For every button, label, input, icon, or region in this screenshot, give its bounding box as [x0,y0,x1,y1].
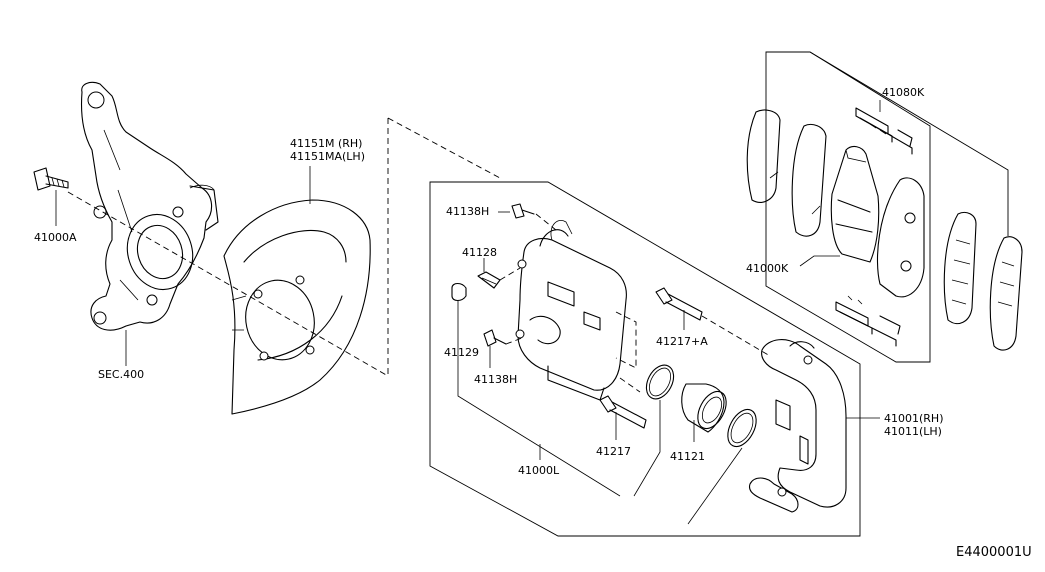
label-shield-lh: 41151MA(LH) [290,150,365,163]
piston-seal [645,364,675,400]
hardware-clip-top [855,107,913,155]
label-pin-bolt-a: 41217+A [656,335,708,348]
splash-shield [223,199,371,415]
label-bleeder-cap: 41129 [444,346,479,359]
label-torque-member-lh: 41011(LH) [884,425,942,438]
outer-shim-right [791,123,827,237]
bleeder-screw [477,271,501,289]
label-shield-rh: 41151M (RH) [290,137,362,150]
label-pad-kit: 41000K [746,262,789,275]
label-piston: 41121 [670,450,705,463]
caliper-body [515,220,627,401]
steering-knuckle [80,81,219,331]
label-knuckle: SEC.400 [98,368,144,381]
label-torque-member-rh: 41001(RH) [884,412,944,425]
knuckle-bolt [33,167,69,191]
outer-shim-left [746,109,781,203]
diagram-id: E4400001U [956,545,1032,560]
hardware-clip-bottom [835,295,901,347]
bleeder-cap [451,282,467,302]
label-caliper-assy: 41000L [518,464,560,477]
inner-shim-left [943,211,977,325]
label-pin-bolt: 41217 [596,445,631,458]
caliper-group-frame [429,181,861,537]
label-bleeder-bolt-bottom: 41138H [474,373,517,386]
brake-pad-outer [830,145,880,263]
bleeder-bolt-top [511,203,535,219]
label-bleeder-bolt-top: 41138H [446,205,489,218]
dust-boot [727,408,757,448]
label-hardware-kit: 41080K [882,86,925,99]
pin-bolt-a [655,287,703,321]
pin-bolt [599,395,647,429]
torque-member [748,339,847,513]
inner-shim-right [989,236,1023,351]
brake-pad-inner [876,177,925,298]
label-knuckle-bolt: 41000A [34,231,77,244]
label-bleeder-screw: 41128 [462,246,497,259]
bleeder-bolt-bottom [483,329,507,347]
piston [681,383,727,433]
